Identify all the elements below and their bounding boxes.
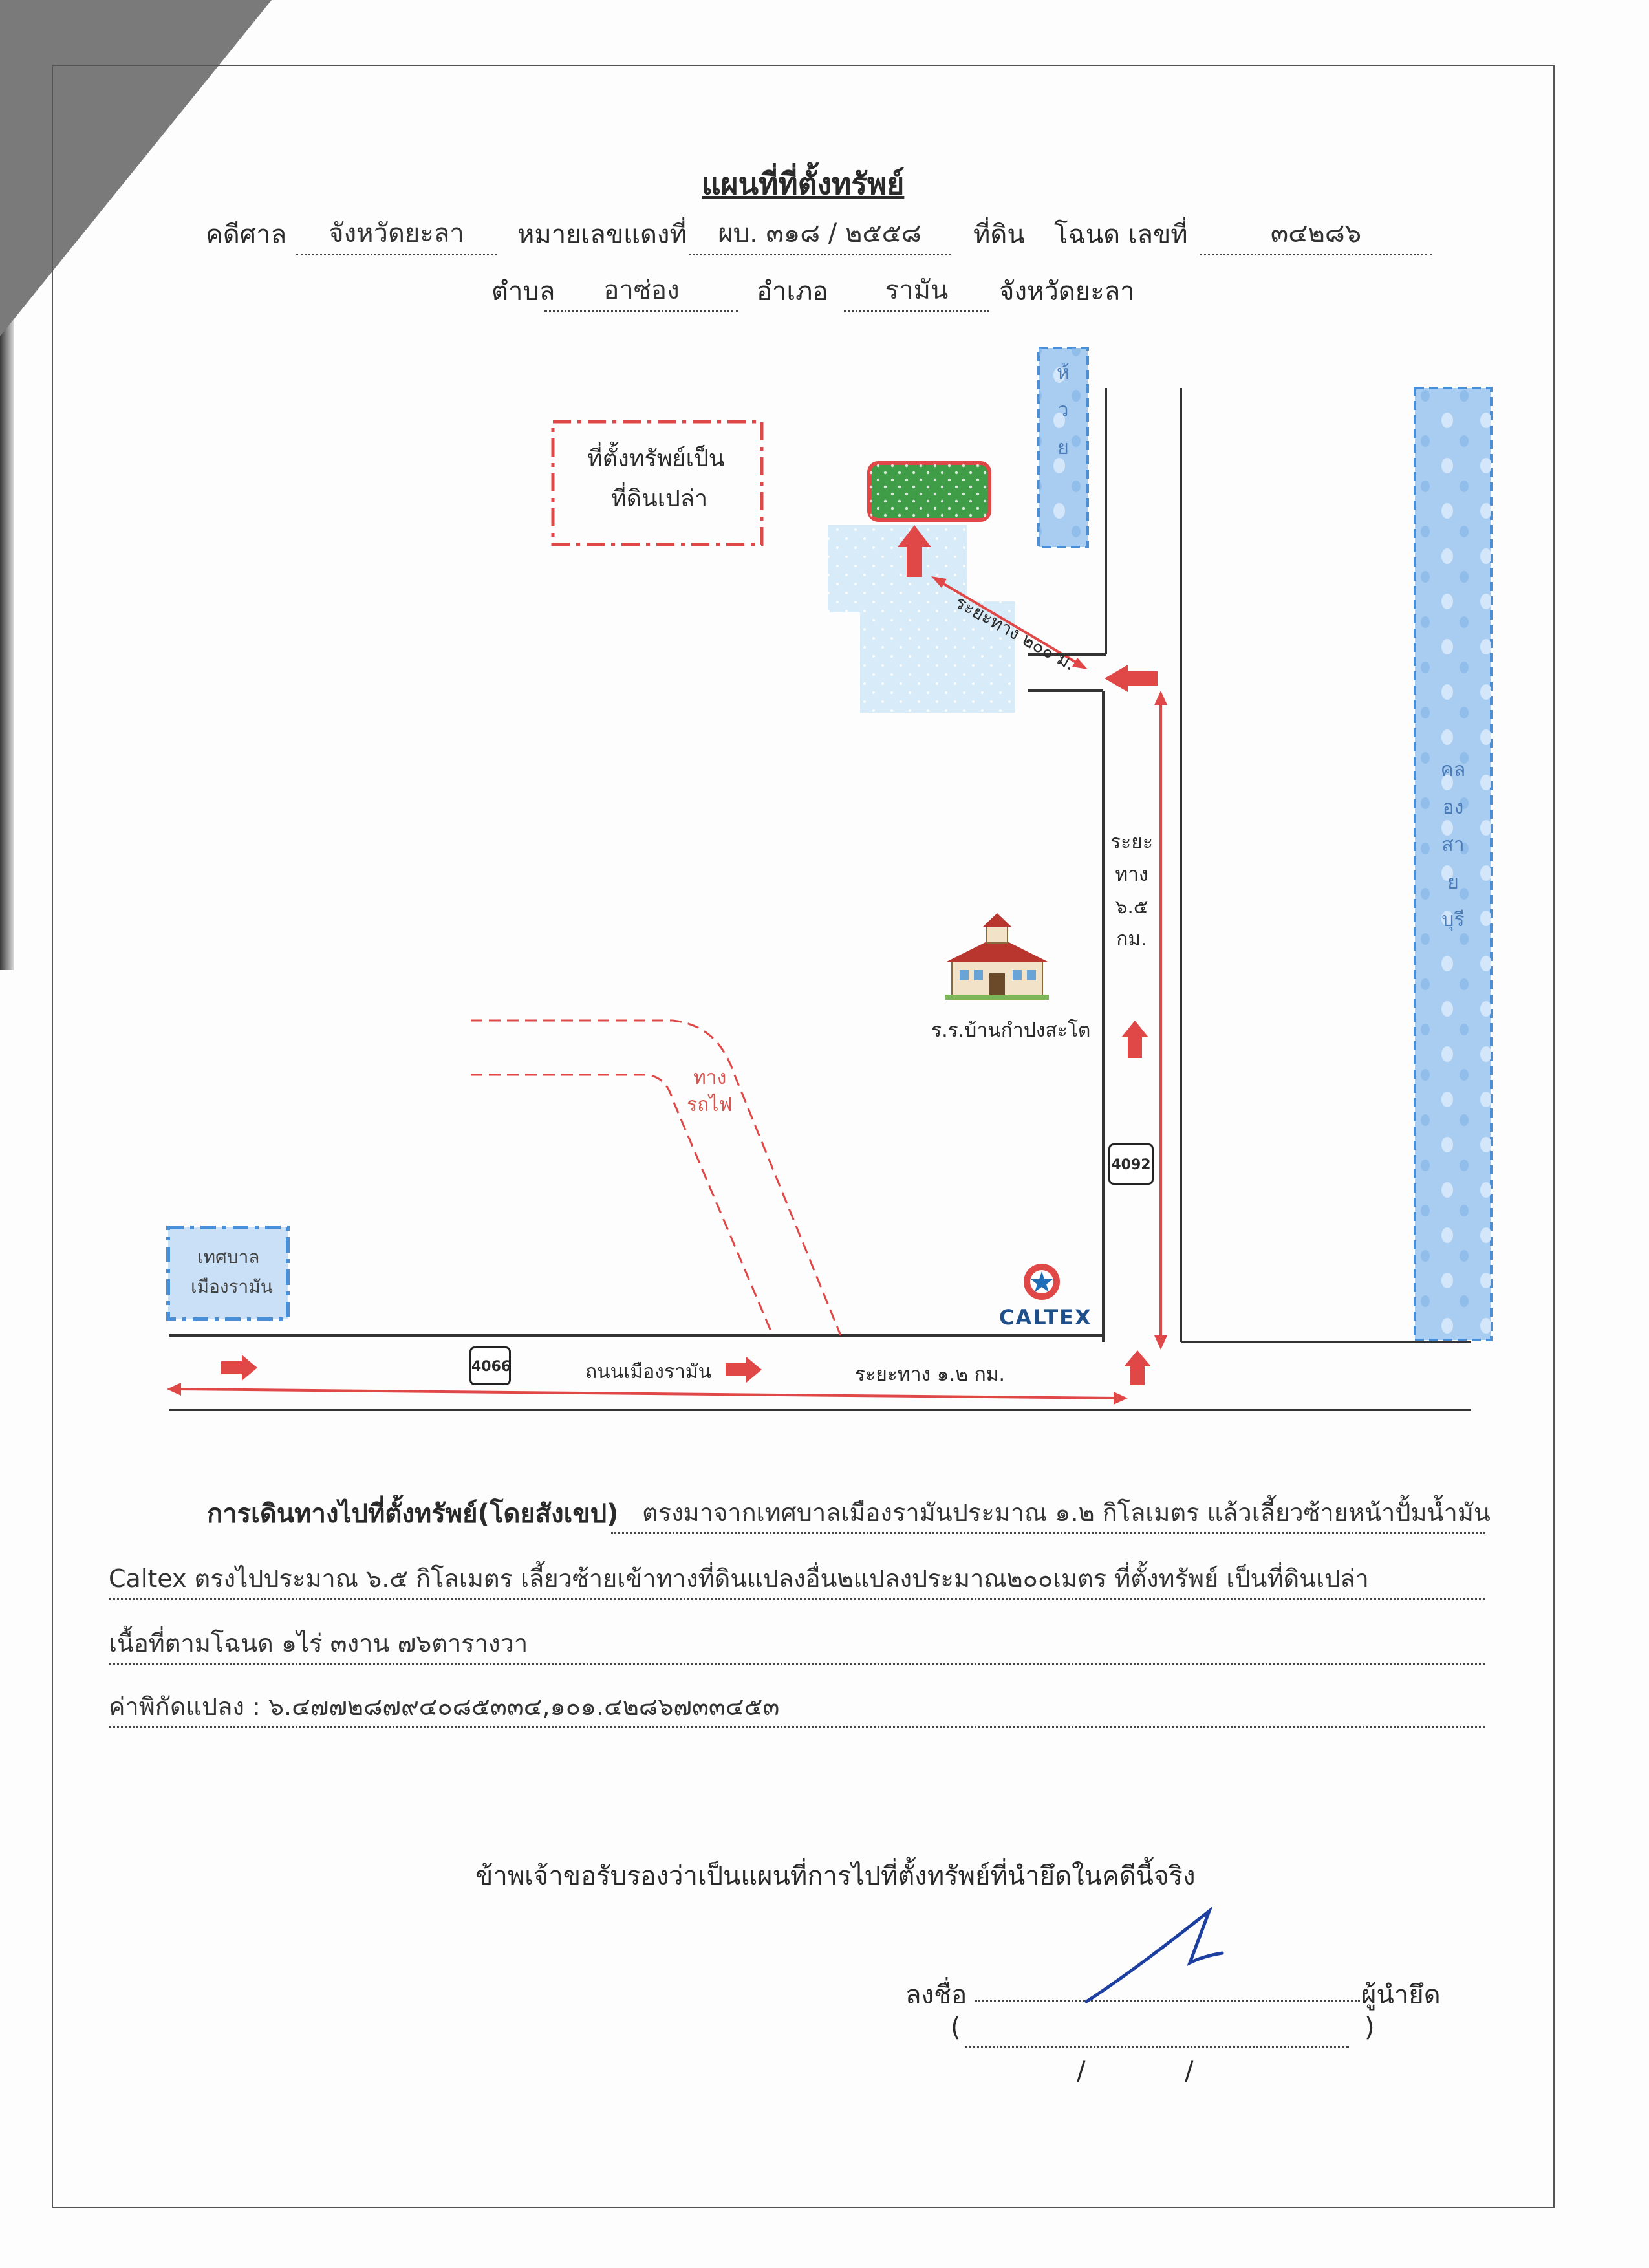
up-arrow-junction (1130, 1365, 1145, 1385)
legend-box (551, 420, 764, 546)
creek-label: ห้ ว ย (1057, 362, 1070, 459)
directions-line-3: เนื้อที่ตามโฉนด ๑ไร่ ๓งาน ๗๖ตารางวา (109, 1623, 1485, 1665)
subdistrict-label: ตำบล (491, 277, 555, 307)
school-label: ร.ร.บ้านกำปงสะโต (931, 1019, 1091, 1042)
distance-65-label: ระยะ ทาง ๖.๕ กม. (1110, 831, 1153, 951)
deed-label: โฉนด เลขที่ (1054, 220, 1188, 250)
subdistrict-value: อาซ่อง (544, 269, 738, 312)
caltex-label: CALTEX (999, 1305, 1092, 1330)
right-arrow-1 (221, 1361, 244, 1374)
legend-line-1: ที่ตั้งทรัพย์เป็น (587, 446, 725, 472)
legend-line-2: ที่ดินเปล่า (611, 486, 708, 512)
right-arrow-2 (726, 1363, 748, 1376)
directions-line-4: ค่าพิกัดแปลง : ๖.๔๗๗๒๘๗๙๔๐๘๕๓๓๔,๑๐๑.๔๒๘๖… (109, 1687, 1485, 1728)
distance-12-label: ระยะทาง ๑.๒ กม. (855, 1363, 1006, 1386)
page-title: แผนที่ที่ตั้งทรัพย์ (702, 166, 905, 201)
municipality-label-2: เมืองรามัน (191, 1276, 273, 1297)
court-label: คดีศาล (206, 220, 287, 250)
turn-left-arrow (1125, 671, 1158, 686)
district-label: อำเภอ (757, 277, 828, 307)
school-icon (945, 913, 1049, 1000)
case-label: หมายเลขแดงที่ (517, 220, 687, 250)
signature-line (975, 2000, 1360, 2002)
arrow-to-property (907, 545, 922, 577)
sign-label: ลงชื่อ (905, 1980, 967, 2010)
route-4092-shield: 4092 (1108, 1143, 1154, 1185)
distance-200-arrow (935, 578, 1084, 667)
paren-open: ( (951, 2013, 961, 2042)
date-slash-1: / (1077, 2057, 1086, 2086)
road-name: ถนนเมืองรามัน (585, 1361, 712, 1383)
land-label: ที่ดิน (973, 220, 1025, 250)
directions-heading: การเดินทางไปที่ตั้งทรัพย์(โดยสังเขป) (207, 1499, 619, 1529)
date-slash-2: / (1185, 2057, 1194, 2086)
certification-statement: ข้าพเจ้าขอรับรองว่าเป็นแผนที่การไปที่ตั้… (475, 1861, 1196, 1891)
up-arrow-4092 (1128, 1035, 1142, 1058)
directions-line-2: Caltex ตรงไปประมาณ ๖.๕ กิโลเมตร เลี้ยวซ้… (109, 1559, 1485, 1600)
deed-value: ๓๔๒๘๖ (1200, 212, 1432, 255)
caltex-logo-icon (1024, 1264, 1060, 1300)
railway-label-1: ทาง (693, 1066, 727, 1089)
railway-label-2: รถไฟ (687, 1094, 733, 1116)
district-value: รามัน (844, 269, 989, 312)
route-4066-shield: 4066 (469, 1346, 511, 1385)
scan-folded-corner (0, 0, 272, 336)
canal-label: คล อง สา ย บุรี (1440, 759, 1466, 931)
distance-12-arrow (175, 1388, 1119, 1399)
province-label: จังหวัดยะลา (999, 277, 1135, 307)
court-value: จังหวัดยะลา (296, 212, 497, 255)
page-frame (52, 65, 1555, 2208)
case-value: ผบ. ๓๑๘ / ๒๕๕๘ (689, 212, 951, 255)
municipality-box (166, 1226, 290, 1321)
role-label: ผู้นำยึด (1361, 1980, 1441, 2010)
printed-name-line (965, 2046, 1349, 2048)
railway-line-1 (471, 1019, 842, 1336)
directions-line-1: ตรงมาจากเทศบาลเมืองรามันประมาณ ๑.๒ กิโลเ… (611, 1493, 1491, 1534)
municipality-label-1: เทศบาล (197, 1246, 260, 1268)
paren-close: ) (1364, 2013, 1375, 2042)
handwritten-signature (1084, 1906, 1224, 2003)
